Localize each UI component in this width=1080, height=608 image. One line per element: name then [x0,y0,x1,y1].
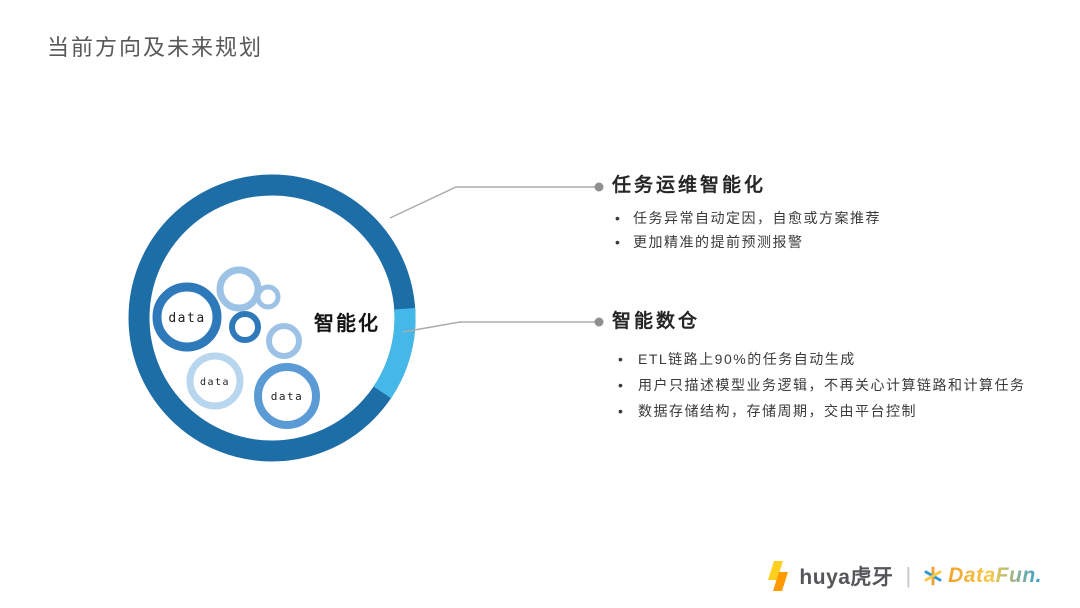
donut-ring-highlight-segment [373,307,416,399]
callout-bullets: • ETL链路上90%的任务自动生成 • 用户只描述模型业务逻辑，不再关心计算链… [612,346,1052,424]
datafun-wordmark: DataFun. [948,564,1042,587]
bullet-item: • 任务异常自动定因，自愈或方案推荐 [612,206,1052,230]
bullet-text: 更加精准的提前预测报警 [633,234,804,250]
diagram-center-label: 智能化 [314,311,380,335]
bubble-data-lower-right [254,363,320,429]
bubble-small-top [216,266,262,312]
bullet-item: • ETL链路上90%的任务自动生成 [612,346,1052,372]
bubble-label: data [168,311,205,326]
connector-line-task-ops [389,186,595,219]
huya-wordmark: huya虎牙 [799,566,894,589]
bullet-text: 任务异常自动定因，自愈或方案推荐 [633,210,881,226]
logo-divider: | [905,563,912,588]
connector-dot-task-ops [594,182,604,192]
callout-task-ops: 任务运维智能化 • 任务异常自动定因，自愈或方案推荐 • 更加精准的提前预测报警 [612,170,1052,254]
bullet-marker: • [618,351,625,367]
callout-title: 智能数仓 [612,311,701,332]
callout-title: 任务运维智能化 [612,175,767,196]
bullet-text: 数据存储结构，存储周期，交由平台控制 [638,403,917,419]
bubble-label: data [271,390,304,403]
bubble-data-large [152,282,222,352]
bullet-marker: • [618,377,625,393]
bullet-marker: • [618,403,625,419]
bubble-data-lower-left [186,352,244,410]
datafun-star-icon [924,566,942,586]
datafun-logo: DataFun. [923,564,1042,588]
bullet-item: • 数据存储结构，存储周期，交由平台控制 [612,398,1052,424]
callout-bullets: • 任务异常自动定因，自愈或方案推荐 • 更加精准的提前预测报警 [612,206,1052,254]
bubble-tiny [255,284,281,310]
connector-line-smart-warehouse [402,321,595,333]
huya-logo-icon [768,561,789,591]
bullet-item: • 更加精准的提前预测报警 [612,230,1052,254]
bubble-small-center [229,311,261,343]
bullet-text: 用户只描述模型业务逻辑，不再关心计算链路和计算任务 [638,377,1026,393]
bullet-item: • 用户只描述模型业务逻辑，不再关心计算链路和计算任务 [612,372,1052,398]
footer-logos: huya虎牙 | DataFun. [764,560,1042,592]
bubble-label: data [200,377,230,388]
bubble-small-right [266,323,302,359]
page-title: 当前方向及未来规划 [47,35,264,60]
connector-dot-smart-warehouse [594,317,604,327]
callout-smart-warehouse: 智能数仓 • ETL链路上90%的任务自动生成 • 用户只描述模型业务逻辑，不再… [612,306,1052,424]
bullet-marker: • [615,210,622,226]
bullet-text: ETL链路上90%的任务自动生成 [638,351,856,367]
bullet-marker: • [615,234,622,250]
